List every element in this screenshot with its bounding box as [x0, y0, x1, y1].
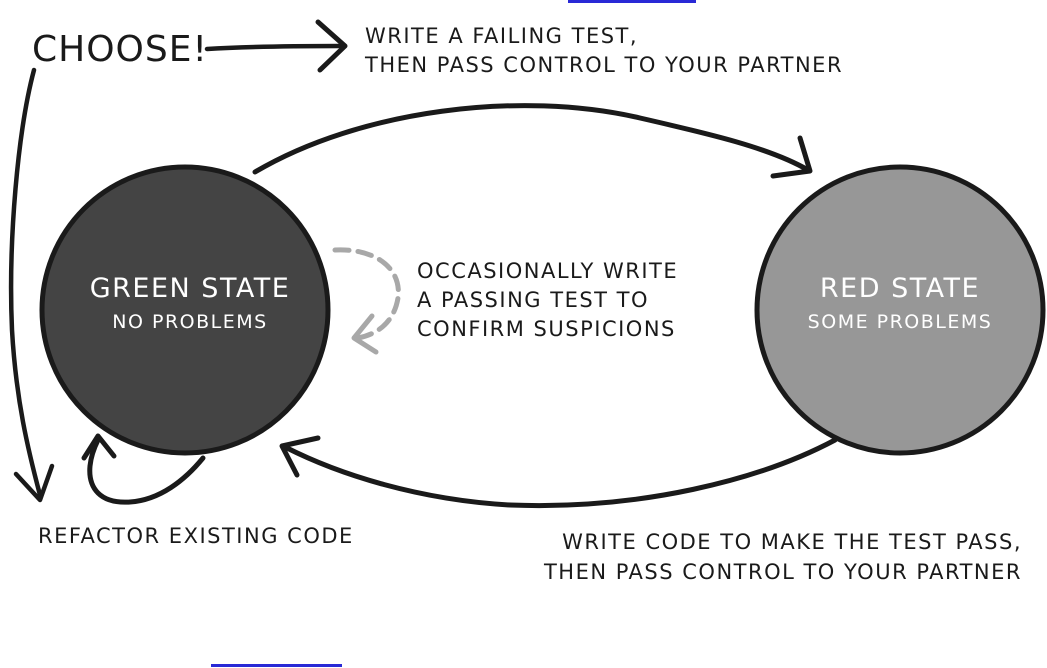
loop-note-line1: OCCASIONALLY WRITE — [417, 259, 678, 283]
failing-test-line1: WRITE A FAILING TEST, — [365, 24, 638, 48]
red-state-circle — [754, 164, 1046, 456]
refactor-label: REFACTOR EXISTING CODE — [38, 524, 354, 548]
green-state-title: GREEN STATE — [90, 273, 291, 304]
choose-title: CHOOSE! — [32, 29, 208, 70]
loop-note-line2: A PASSING TEST TO — [417, 288, 649, 312]
red-state-subtitle: SOME PROBLEMS — [808, 311, 993, 333]
passing-code-line1: WRITE CODE TO MAKE THE TEST PASS, — [562, 530, 1022, 554]
passing-test-loop-arrow — [332, 247, 401, 355]
choose-to-refactor-arrow — [8, 67, 55, 503]
top-link-underline[interactable] — [568, 0, 696, 3]
loop-note-line3: CONFIRM SUSPICIONS — [417, 317, 676, 341]
green-state-circle — [39, 164, 331, 456]
bottom-link-underline[interactable] — [211, 664, 342, 667]
green-state-subtitle: NO PROBLEMS — [112, 311, 267, 333]
red-to-green-arrow — [279, 435, 838, 509]
choose-to-test-arrow — [204, 19, 348, 73]
red-state-title: RED STATE — [820, 273, 980, 304]
refactor-curl-arrow — [81, 433, 206, 505]
failing-test-line2: THEN PASS CONTROL TO YOUR PARTNER — [364, 53, 843, 77]
green-to-red-arrow — [252, 103, 813, 179]
passing-code-line2: THEN PASS CONTROL TO YOUR PARTNER — [543, 560, 1022, 584]
